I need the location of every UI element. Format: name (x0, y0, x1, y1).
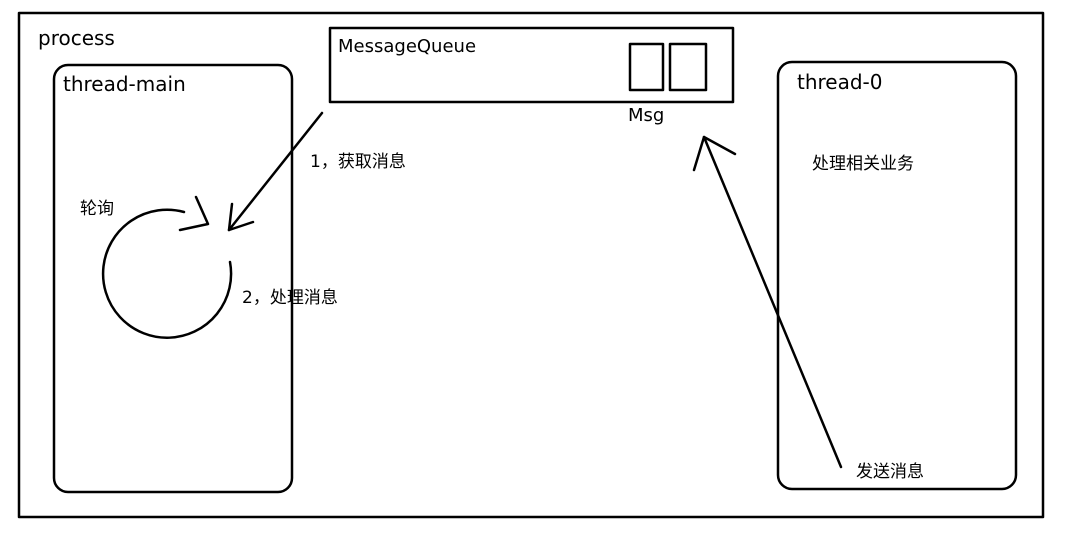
handle-step-label: 2，处理消息 (242, 288, 338, 308)
worker-task-label: 处理相关业务 (812, 154, 914, 174)
message-queue-box (328, 26, 735, 104)
process-label: process (38, 26, 115, 50)
main-thread-box (52, 63, 294, 494)
worker-thread-label: thread-0 (797, 70, 883, 94)
msg-slot-1 (628, 42, 665, 92)
worker-thread-box (776, 60, 1018, 491)
message-queue-label: MessageQueue (338, 36, 476, 57)
process-box (17, 11, 1045, 519)
msg-slot-2 (668, 42, 708, 92)
polling-loop-circle (101, 208, 233, 339)
send-arrow-line (702, 135, 843, 469)
fetch-arrow-line (227, 111, 324, 232)
fetch-arrow-head (227, 202, 255, 232)
polling-label: 轮询 (80, 199, 114, 219)
main-thread-label: thread-main (63, 72, 186, 96)
msg-label: Msg (628, 105, 664, 126)
polling-loop-arrowhead (178, 195, 210, 232)
fetch-step-label: 1，获取消息 (310, 152, 406, 172)
send-message-label: 发送消息 (856, 462, 924, 482)
send-arrow-head (692, 135, 737, 172)
